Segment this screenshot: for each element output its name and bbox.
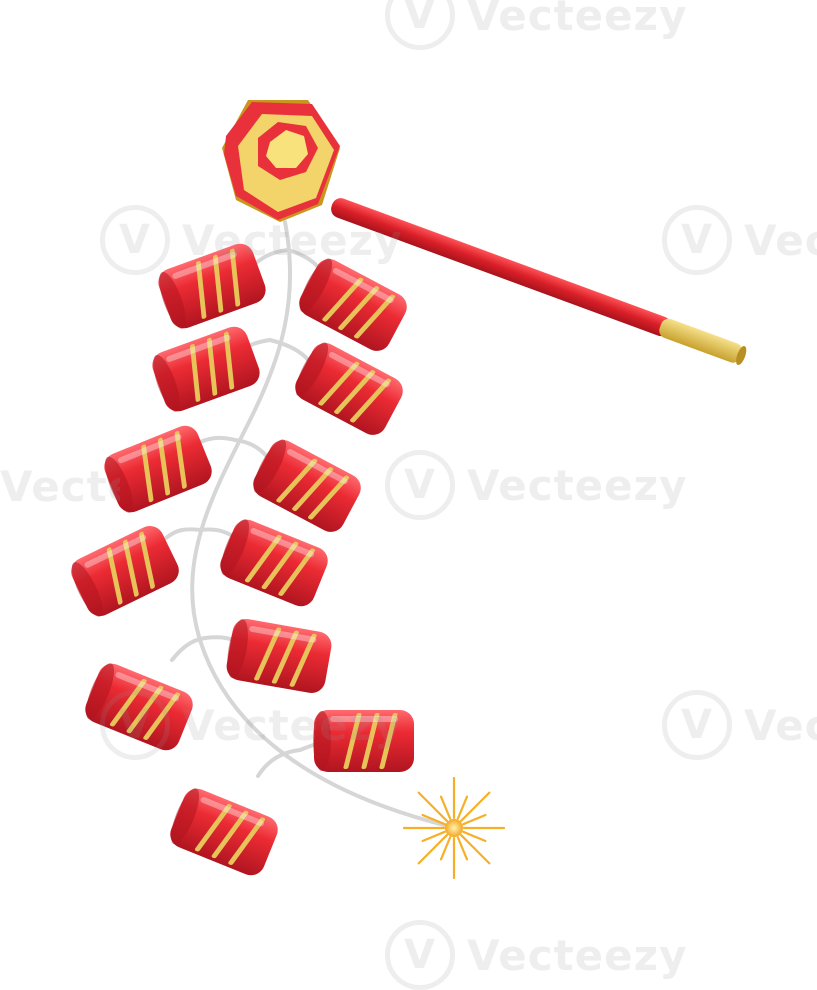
firecracker — [253, 439, 361, 532]
spark-icon — [402, 776, 506, 880]
firecracker — [104, 425, 212, 513]
spark-ray — [456, 795, 469, 820]
spark-ray — [421, 830, 446, 843]
firecracker — [71, 525, 179, 617]
spark-ray — [459, 791, 491, 823]
hexagon-ornament — [222, 100, 340, 222]
spark-ray — [459, 833, 491, 865]
spark-ray — [456, 836, 469, 861]
spark-ray — [421, 813, 446, 826]
spark-ray — [439, 795, 452, 820]
firecracker — [85, 663, 193, 751]
spark-ray — [462, 830, 487, 843]
spark-ray — [417, 833, 449, 865]
firecracker — [158, 243, 266, 329]
firecracker — [299, 258, 407, 351]
handle-stick — [331, 198, 747, 366]
firecracker — [170, 788, 278, 876]
firecracker — [220, 519, 328, 607]
firecracker — [226, 619, 332, 693]
spark-ray — [439, 836, 452, 861]
firecracker-group — [71, 243, 414, 876]
firecracker — [152, 326, 260, 412]
firecracker — [313, 710, 414, 772]
spark-ray — [462, 813, 487, 826]
spark-ray — [417, 791, 449, 823]
fuse-line — [164, 220, 454, 829]
firecracker — [295, 342, 403, 435]
